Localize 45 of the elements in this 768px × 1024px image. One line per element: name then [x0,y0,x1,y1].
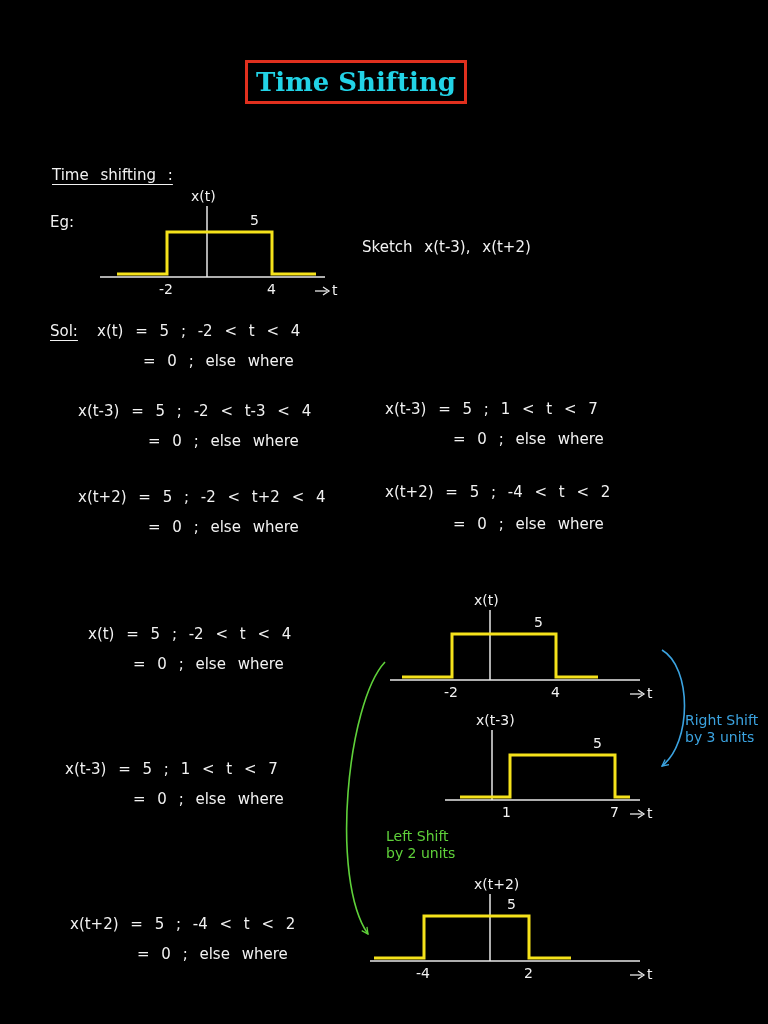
instruction-text: Sketch x(t-3), x(t+2) [362,238,531,256]
equation-text: = 0 ; else where [143,352,294,370]
equation-text: x(t) = 5 ; -2 < t < 4 [97,322,301,340]
solution-label: Sol: [50,322,78,340]
axis-label: t [332,282,338,298]
tick-label: 1 [502,804,511,820]
curved-arrow [661,649,686,767]
tick-label: 4 [551,684,560,700]
equation-text: = 0 ; else where [133,790,284,808]
title-heading: Time Shifting [245,60,467,104]
section-heading: Time shifting : [52,166,173,184]
edge-label: Right Shift by 3 units [685,712,760,746]
tick-label: 2 [524,965,533,981]
value-label: 5 [593,735,602,751]
equation-text: x(t+2) = 5 ; -4 < t < 2 [385,483,611,501]
value-label: 5 [507,896,516,912]
equation-text: x(t-3) = 5 ; 1 < t < 7 [385,400,598,418]
equation-text: = 0 ; else where [137,945,288,963]
value-label: 5 [534,614,543,630]
tick-label: -2 [444,684,458,700]
equation-text: = 0 ; else where [148,432,299,450]
axis-label: t [647,685,653,701]
equation-text: = 0 ; else where [453,515,604,533]
axis-label: x(t) [191,188,216,204]
equation-text: x(t+2) = 5 ; -2 < t+2 < 4 [78,488,326,506]
axis-label: x(t) [474,592,499,608]
axis-label: t [647,966,653,982]
equation-text: x(t-3) = 5 ; 1 < t < 7 [65,760,278,778]
equation-text: x(t-3) = 5 ; -2 < t-3 < 4 [78,402,312,420]
tick-label: -2 [159,281,173,297]
axis-label: x(t-3) [476,712,515,728]
equation-text: x(t+2) = 5 ; -4 < t < 2 [70,915,296,933]
equation-text: = 0 ; else where [148,518,299,536]
value-label: 5 [250,212,259,228]
tick-label: 7 [610,804,619,820]
tick-label: 4 [267,281,276,297]
axis-label: t [647,805,653,821]
axis-label: x(t+2) [474,876,520,892]
example-label: Eg: [50,213,75,231]
edge-label: Left Shift by 2 units [386,828,457,862]
equation-text: = 0 ; else where [133,655,284,673]
tick-label: -4 [416,965,430,981]
equation-text: = 0 ; else where [453,430,604,448]
curved-arrow [345,661,386,935]
equation-text: x(t) = 5 ; -2 < t < 4 [88,625,292,643]
